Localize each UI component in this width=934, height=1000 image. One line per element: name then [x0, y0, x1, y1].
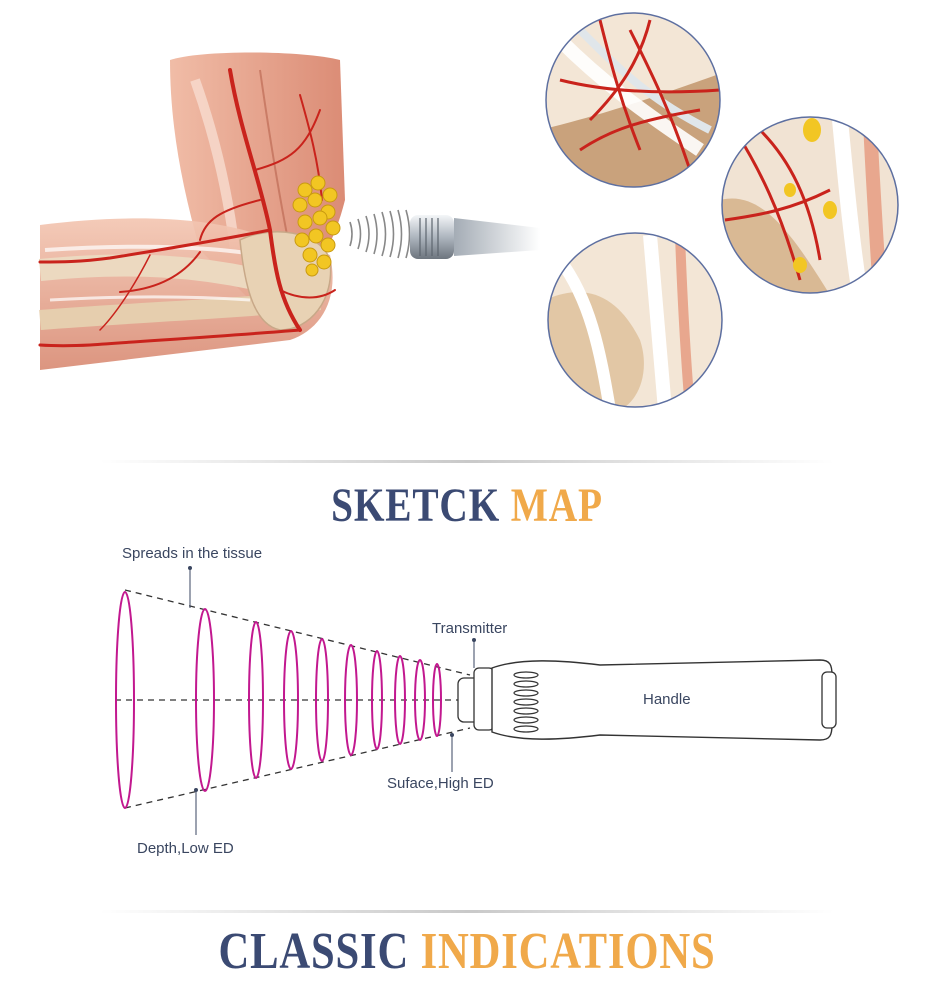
heading-word-1: CLASSIC — [218, 923, 410, 980]
wave-ring — [315, 638, 329, 762]
tendon-closeup-icon — [545, 12, 721, 188]
sketch-map-heading: SKETCK MAP — [84, 478, 850, 533]
handle-body — [491, 659, 837, 741]
section-divider — [100, 910, 834, 913]
depth-label: Depth,Low ED — [137, 840, 234, 857]
wave-ring — [248, 621, 264, 779]
wave-ring — [394, 655, 406, 745]
wave-ring — [115, 591, 135, 809]
transmitter-tip — [457, 667, 495, 731]
wave-rings — [115, 591, 442, 809]
shock-waves — [349, 209, 411, 259]
calcification-cluster — [292, 175, 341, 277]
heading-word-1: SKETCK — [331, 479, 501, 532]
transmitter-label: Transmitter — [432, 620, 508, 637]
surface-label: Suface,High ED — [387, 775, 494, 792]
shockwave-applicator-icon — [410, 215, 540, 259]
section-divider — [100, 460, 834, 463]
handle-label: Handle — [643, 691, 691, 708]
wave-ring — [414, 659, 426, 741]
classic-indications-heading: CLASSIC INDICATIONS — [84, 922, 850, 981]
pointer-lines — [189, 568, 475, 835]
grip-ridges — [513, 671, 539, 733]
wave-ring — [195, 608, 215, 792]
spreads-label: Spreads in the tissue — [122, 545, 263, 562]
calcification-closeup-icon — [721, 116, 899, 294]
cone-lines — [115, 589, 471, 809]
wave-ring — [344, 644, 358, 756]
wave-ring — [371, 650, 383, 750]
elbow-anatomy-illustration — [38, 12, 899, 408]
heading-word-2: MAP — [510, 479, 603, 532]
wave-ring — [283, 630, 299, 770]
bone-closeup-icon — [547, 232, 723, 408]
pointer-dots — [188, 566, 476, 792]
arteries — [38, 68, 336, 348]
wave-diagram — [115, 566, 837, 835]
wave-ring — [432, 663, 442, 737]
heading-word-2: INDICATIONS — [420, 923, 716, 980]
